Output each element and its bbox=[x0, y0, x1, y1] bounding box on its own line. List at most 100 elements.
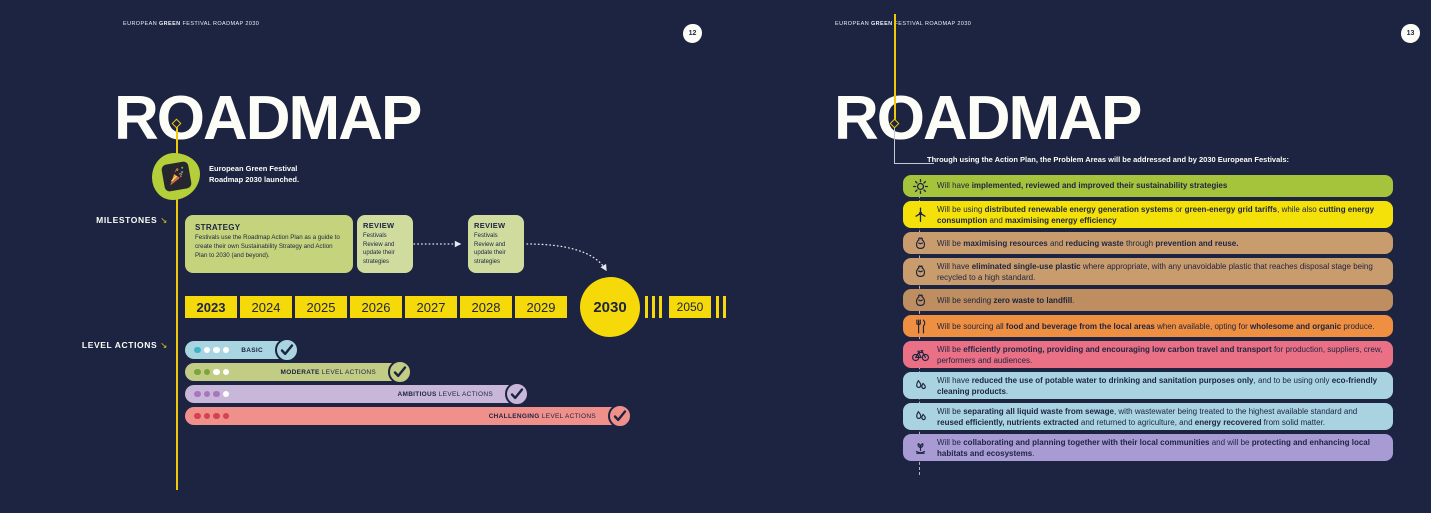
timeline-year: 2028 bbox=[460, 296, 512, 318]
checkmark-icon bbox=[505, 382, 529, 406]
water-drops-icon bbox=[903, 377, 937, 394]
commitment-list: Will have implemented, reviewed and impr… bbox=[903, 175, 1393, 462]
page-title: ROADMAP bbox=[114, 84, 422, 153]
level-dot bbox=[222, 390, 229, 398]
down-right-arrow-icon: ↘ bbox=[160, 215, 168, 225]
page-right: EUROPEAN GREEN FESTIVAL ROADMAP 2030 13 … bbox=[727, 0, 1431, 513]
strategy-title: STRATEGY bbox=[195, 223, 241, 232]
level-dot bbox=[213, 346, 220, 354]
page-title: ROADMAP bbox=[834, 84, 1142, 153]
review-body: Festivals Review and update their strate… bbox=[474, 233, 506, 266]
launch-caption: European Green Festival Roadmap 2030 lau… bbox=[209, 164, 300, 184]
level-dot bbox=[222, 346, 229, 354]
top-vertical-line bbox=[894, 14, 896, 121]
level-bar-ambitious: AMBITIOUS LEVEL ACTIONS bbox=[185, 382, 529, 406]
waste-bag-icon bbox=[903, 292, 937, 309]
level-dot bbox=[194, 390, 201, 398]
level-dots bbox=[194, 346, 229, 354]
commitment-row-resources: Will be maximising resources and reducin… bbox=[903, 232, 1393, 255]
level-dot bbox=[194, 346, 201, 354]
page-number-badge: 13 bbox=[1401, 24, 1420, 43]
checkmark-icon bbox=[388, 360, 412, 384]
level-dot bbox=[194, 412, 201, 420]
level-dot bbox=[203, 368, 210, 376]
commitment-text: Will be collaborating and planning toget… bbox=[937, 437, 1370, 458]
level-dots bbox=[194, 368, 229, 376]
commitment-row-landfill: Will be sending zero waste to landfill. bbox=[903, 289, 1393, 312]
timeline-break bbox=[652, 296, 655, 318]
level-actions-label: LEVEL ACTIONS↘ bbox=[81, 340, 168, 350]
review-milestone-box-1: REVIEW Festivals Review and update their… bbox=[357, 215, 413, 273]
page-number: 13 bbox=[1406, 30, 1415, 37]
timeline-year: 2023 bbox=[185, 296, 237, 318]
timeline-bar: 2023 2024 2025 2026 2027 2028 2029 2030 … bbox=[185, 277, 726, 337]
milestones-label: MILESTONES↘ bbox=[96, 215, 168, 225]
level-dot bbox=[203, 412, 210, 420]
waste-bag-icon bbox=[903, 235, 937, 252]
page-left: EUROPEAN GREEN FESTIVAL ROADMAP 2030 12 … bbox=[81, 21, 726, 490]
level-bar-challenging: CHALLENGING LEVEL ACTIONS bbox=[185, 404, 632, 428]
timeline-year: 2027 bbox=[405, 296, 457, 318]
commitment-row-community: Will be collaborating and planning toget… bbox=[903, 434, 1393, 462]
checkmark-icon bbox=[275, 338, 299, 362]
commitment-text: Will be sending zero waste to landfill. bbox=[937, 295, 1075, 305]
level-label: MODERATE LEVEL ACTIONS bbox=[280, 368, 376, 376]
level-dot bbox=[213, 368, 220, 376]
checkmark-icon bbox=[608, 404, 632, 428]
launch-milestone-blob bbox=[152, 153, 200, 200]
strategy-body: Festivals use the Roadmap Action Plan as… bbox=[195, 234, 340, 259]
commitment-text: Will be maximising resources and reducin… bbox=[937, 238, 1239, 248]
level-dot bbox=[213, 412, 220, 420]
level-label: BASIC bbox=[241, 346, 263, 354]
commitment-row-sewage: Will be separating all liquid waste from… bbox=[903, 403, 1393, 431]
review-title: REVIEW bbox=[363, 221, 395, 230]
level-label: CHALLENGING LEVEL ACTIONS bbox=[488, 412, 596, 420]
timeline-break bbox=[645, 296, 648, 318]
level-dot bbox=[222, 368, 229, 376]
commitment-text: Will be efficiently promoting, providing… bbox=[937, 344, 1383, 365]
level-bar-basic: BASIC bbox=[185, 338, 299, 362]
sun-icon bbox=[903, 178, 937, 195]
commitment-text: Will be separating all liquid waste from… bbox=[937, 406, 1358, 427]
commitment-text: Will be sourcing all food and beverage f… bbox=[937, 321, 1375, 331]
level-bar-moderate: MODERATE LEVEL ACTIONS bbox=[185, 360, 412, 384]
water-drops-icon bbox=[903, 408, 937, 425]
level-dot bbox=[203, 390, 210, 398]
timeline-year: 2026 bbox=[350, 296, 402, 318]
level-label: AMBITIOUS LEVEL ACTIONS bbox=[397, 390, 493, 398]
timeline-year: 2029 bbox=[515, 296, 567, 318]
level-dot bbox=[203, 346, 210, 354]
commitment-row-travel: Will be efficiently promoting, providing… bbox=[903, 341, 1393, 369]
strategy-milestone-box: STRATEGY Festivals use the Roadmap Actio… bbox=[185, 215, 353, 273]
timeline-vertical-line bbox=[176, 124, 178, 490]
commitment-text: Will be using distributed renewable ener… bbox=[937, 204, 1375, 225]
review-body: Festivals Review and update their strate… bbox=[363, 233, 395, 266]
commitment-row-energy: Will be using distributed renewable ener… bbox=[903, 201, 1393, 229]
hand-plant-icon bbox=[903, 439, 937, 456]
level-dot bbox=[222, 412, 229, 420]
commitment-row-strategies: Will have implemented, reviewed and impr… bbox=[903, 175, 1393, 197]
timeline-2030-circle: 2030 bbox=[580, 277, 640, 337]
bicycle-icon bbox=[903, 346, 937, 363]
page-header: EUROPEAN GREEN FESTIVAL ROADMAP 2030 bbox=[835, 21, 972, 27]
review-milestone-box-2: REVIEW Festivals Review and update their… bbox=[468, 215, 524, 273]
fork-knife-icon bbox=[903, 318, 937, 335]
page-header: EUROPEAN GREEN FESTIVAL ROADMAP 2030 bbox=[123, 21, 260, 27]
down-right-arrow-icon: ↘ bbox=[160, 340, 168, 350]
level-dot bbox=[213, 390, 220, 398]
level-dot bbox=[194, 368, 201, 376]
timeline-break bbox=[659, 296, 662, 318]
timeline-break bbox=[716, 296, 719, 318]
commitment-row-water: Will have reduced the use of potable wat… bbox=[903, 372, 1393, 400]
party-popper-icon bbox=[160, 160, 192, 193]
intro-statement: Through using the Action Plan, the Probl… bbox=[927, 155, 1290, 164]
page-number: 12 bbox=[688, 30, 697, 37]
timeline-year: 2025 bbox=[295, 296, 347, 318]
wind-turbine-icon bbox=[903, 206, 937, 223]
level-dots bbox=[194, 412, 229, 420]
commitment-text: Will have eliminated single-use plastic … bbox=[937, 261, 1373, 282]
timeline-break bbox=[723, 296, 726, 318]
timeline-year: 2024 bbox=[240, 296, 292, 318]
review-title: REVIEW bbox=[474, 221, 506, 230]
